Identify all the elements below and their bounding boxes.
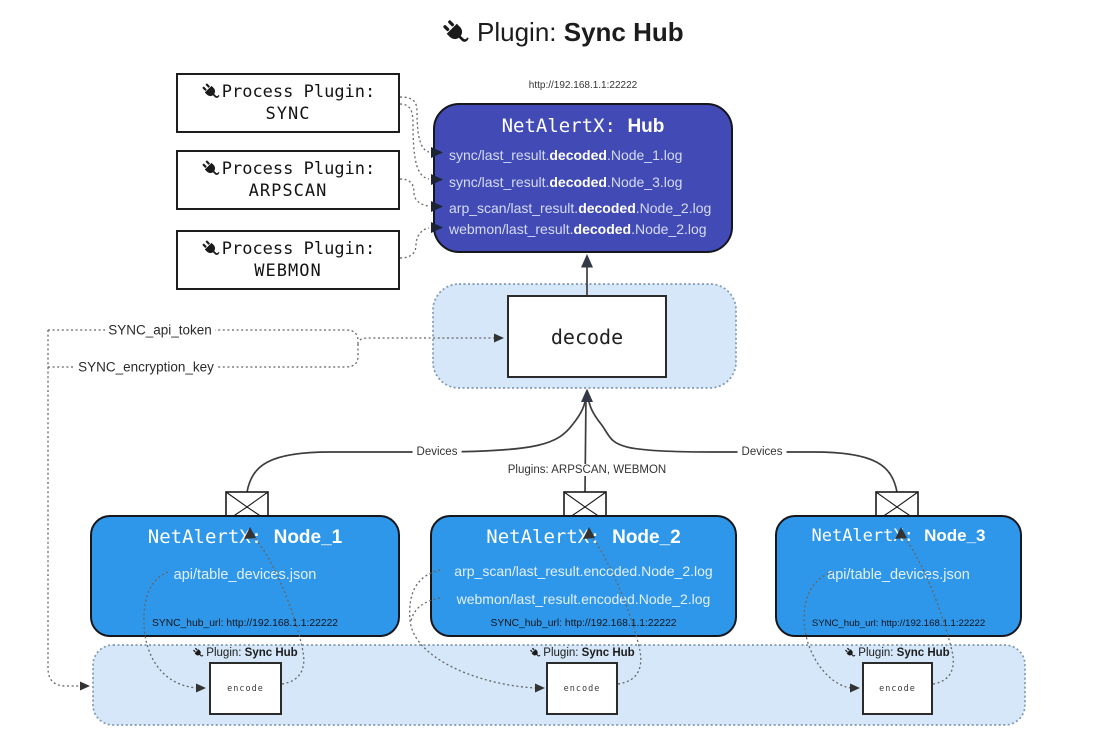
node-hub-url: SYNC_hub_url: http://192.168.1.1:22222 [490,618,677,629]
edge-label-devices-right: Devices [737,446,787,458]
process-plugin-label: Process Plugin: [221,239,376,259]
hub-log-line: sync/last_result.decoded.Node_1.log [449,147,683,163]
node-box-node3: NetAlertX: Node_3 api/table_devices.json… [775,515,1022,637]
process-plugin-label: Process Plugin: [221,82,376,102]
edge-node1-to-decode [246,395,587,493]
plug-icon [530,647,541,657]
strip-plugin-label: Plugin: Sync Hub [192,647,298,659]
title-prefix: Plugin: [477,17,557,47]
edge-node2-to-decode [584,395,587,493]
hub-title: NetAlertX: Hub [501,115,665,137]
hub-log-line: webmon/last_result.decoded.Node_2.log [449,221,707,237]
hub-log-line: sync/last_result.decoded.Node_3.log [449,174,683,190]
plug-icon [202,160,220,175]
process-plugin-name: SYNC [265,104,311,124]
node-title: NetAlertX: Node_1 [147,526,343,548]
process-plugin-name: ARPSCAN [248,181,328,201]
strip-plugin-label: Plugin: Sync Hub [844,647,950,659]
sync-encryption-key-label: SYNC_encryption_key [75,359,217,375]
decode-box: decode [507,295,667,378]
process-plugin-label: Process Plugin: [221,159,376,179]
edge-node3-to-decode [587,395,898,493]
plug-icon [443,19,469,42]
edge-label-devices-left: Devices [412,446,462,458]
title-name: Sync Hub [563,17,684,47]
node-title: NetAlertX: Node_2 [486,526,681,548]
encode-box-node1: encode [209,662,282,715]
process-plugin-box-arpscan: Process Plugin: ARPSCAN [176,150,400,210]
encode-box-node2: encode [546,662,618,715]
plug-icon [202,240,220,255]
node-line: webmon/last_result.encoded.Node_2.log [456,591,711,607]
plug-icon [202,83,220,98]
node-hub-url: SYNC_hub_url: http://192.168.1.1:22222 [811,618,986,629]
edge-label-plugins-mid: Plugins: ARPSCAN, WEBMON [503,464,671,476]
plug-icon [193,647,204,657]
process-plugin-box-sync: Process Plugin: SYNC [176,73,400,133]
sync-api-token-label: SYNC_api_token [105,322,215,338]
node-box-node2: NetAlertX: Node_2 arp_scan/last_result.e… [430,515,737,637]
hub-log-line: arp_scan/last_result.decoded.Node_2.log [449,200,712,216]
plug-icon [845,647,856,657]
node-hub-url: SYNC_hub_url: http://192.168.1.1:22222 [151,618,339,629]
node-line: api/table_devices.json [173,567,317,583]
process-plugin-name: WEBMON [254,261,322,281]
strip-plugin-label: Plugin: Sync Hub [529,647,635,659]
node-line: arp_scan/last_result.encoded.Node_2.log [454,563,713,579]
encode-box-node3: encode [862,662,933,715]
hub-url-label: http://192.168.1.1:22222 [528,80,638,91]
hub-box: NetAlertX: Hub sync/last_result.decoded.… [433,103,733,253]
page-title: Plugin: Sync Hub [441,17,684,48]
process-plugin-box-webmon: Process Plugin: WEBMON [176,230,400,290]
node-line: api/table_devices.json [827,567,970,583]
node-title: NetAlertX: Node_3 [811,526,986,546]
node-box-node1: NetAlertX: Node_1 api/table_devices.json… [90,515,400,637]
